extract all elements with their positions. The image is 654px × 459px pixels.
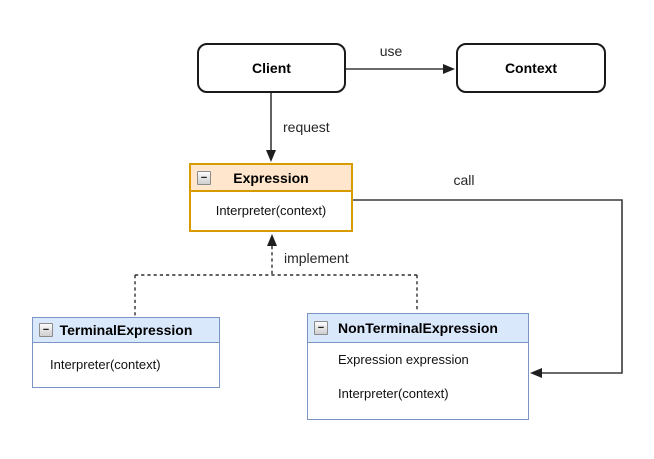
node-expression[interactable]: − Expression Interpreter(context) bbox=[189, 163, 353, 232]
node-non-terminal-expression-body: Expression expression Interpreter(contex… bbox=[308, 343, 528, 411]
member-item: Interpreter(context) bbox=[215, 202, 327, 218]
edge-label-use: use bbox=[360, 43, 422, 59]
node-expression-body: Interpreter(context) bbox=[191, 192, 351, 228]
node-non-terminal-expression-header: − NonTerminalExpression bbox=[308, 314, 528, 343]
node-terminal-expression[interactable]: − TerminalExpression Interpreter(context… bbox=[32, 317, 220, 388]
node-context-label: Context bbox=[504, 60, 558, 76]
edge-use-arrowhead bbox=[443, 64, 455, 74]
edge-implement-arrowhead bbox=[267, 234, 277, 246]
edge-call-line[interactable] bbox=[353, 199, 623, 374]
edge-use bbox=[346, 64, 455, 74]
node-expression-header: − Expression bbox=[191, 165, 351, 192]
edge-label-request: request bbox=[282, 119, 331, 135]
member-item: Interpreter(context) bbox=[338, 386, 449, 401]
edge-request bbox=[266, 93, 276, 162]
edge-implement bbox=[134, 234, 418, 316]
collapse-icon[interactable]: − bbox=[314, 321, 328, 335]
node-client[interactable]: Client bbox=[197, 43, 346, 93]
edge-call bbox=[353, 199, 623, 378]
edge-label-implement: implement bbox=[283, 250, 350, 266]
node-non-terminal-expression[interactable]: − NonTerminalExpression Expression expre… bbox=[307, 313, 529, 420]
node-non-terminal-expression-title: NonTerminalExpression bbox=[337, 320, 498, 336]
node-context[interactable]: Context bbox=[456, 43, 606, 93]
node-client-label: Client bbox=[252, 60, 291, 76]
edge-call-arrowhead bbox=[530, 368, 542, 378]
edge-label-call: call bbox=[433, 172, 495, 188]
member-item: Interpreter(context) bbox=[50, 357, 161, 372]
node-terminal-expression-title: TerminalExpression bbox=[59, 322, 193, 338]
collapse-icon[interactable]: − bbox=[39, 323, 53, 337]
collapse-icon[interactable]: − bbox=[197, 170, 211, 185]
node-expression-title: Expression bbox=[233, 169, 309, 186]
node-terminal-expression-header: − TerminalExpression bbox=[33, 318, 219, 343]
node-terminal-expression-body: Interpreter(context) bbox=[33, 343, 219, 386]
member-item: Expression expression bbox=[338, 352, 469, 367]
edge-request-arrowhead bbox=[266, 150, 276, 162]
